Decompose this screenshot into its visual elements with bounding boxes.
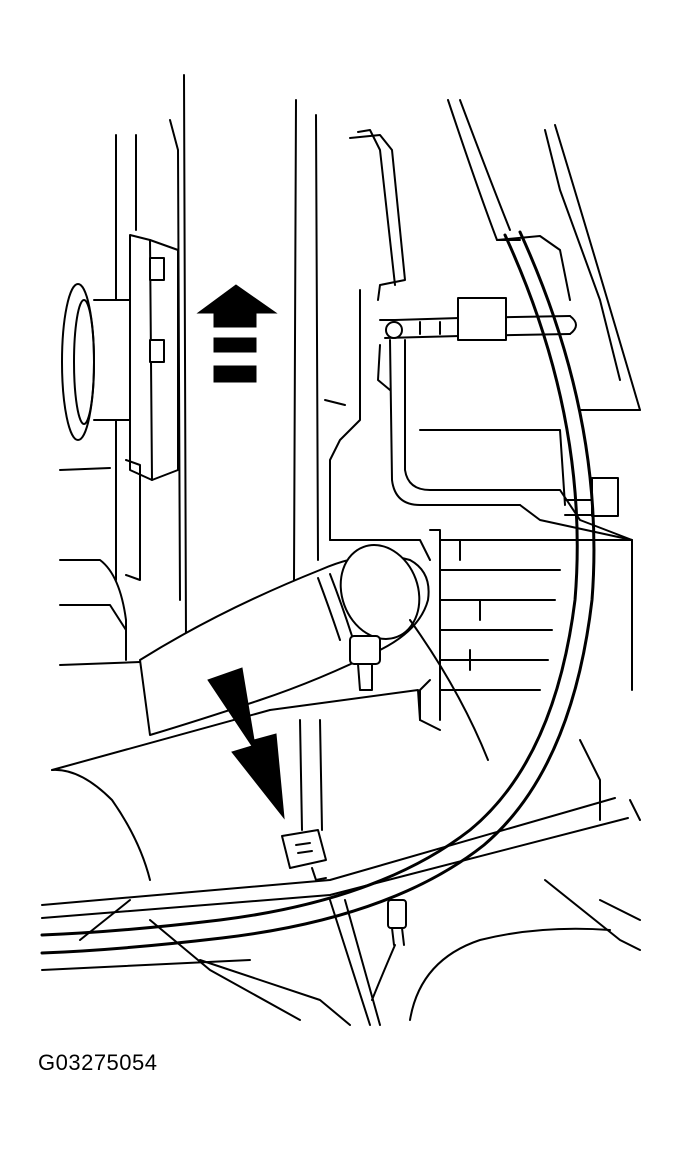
central-panel — [293, 99, 431, 581]
main-cable — [40, 230, 596, 955]
bottom-rails — [41, 739, 641, 1026]
right-frame — [419, 99, 641, 541]
figure-code: G03275054 — [38, 1050, 158, 1075]
pulley-assembly — [59, 74, 187, 641]
forward-arrow-icon — [196, 284, 278, 383]
lower-assembly — [51, 689, 421, 881]
ribbed-housing — [419, 529, 633, 731]
tube-line — [377, 297, 577, 506]
hose-assembly — [139, 544, 489, 761]
lower-left-housing — [59, 559, 141, 666]
sensor-connector — [281, 829, 327, 869]
technical-illustration — [40, 74, 641, 1026]
pointer-arrow-icon — [207, 667, 285, 820]
